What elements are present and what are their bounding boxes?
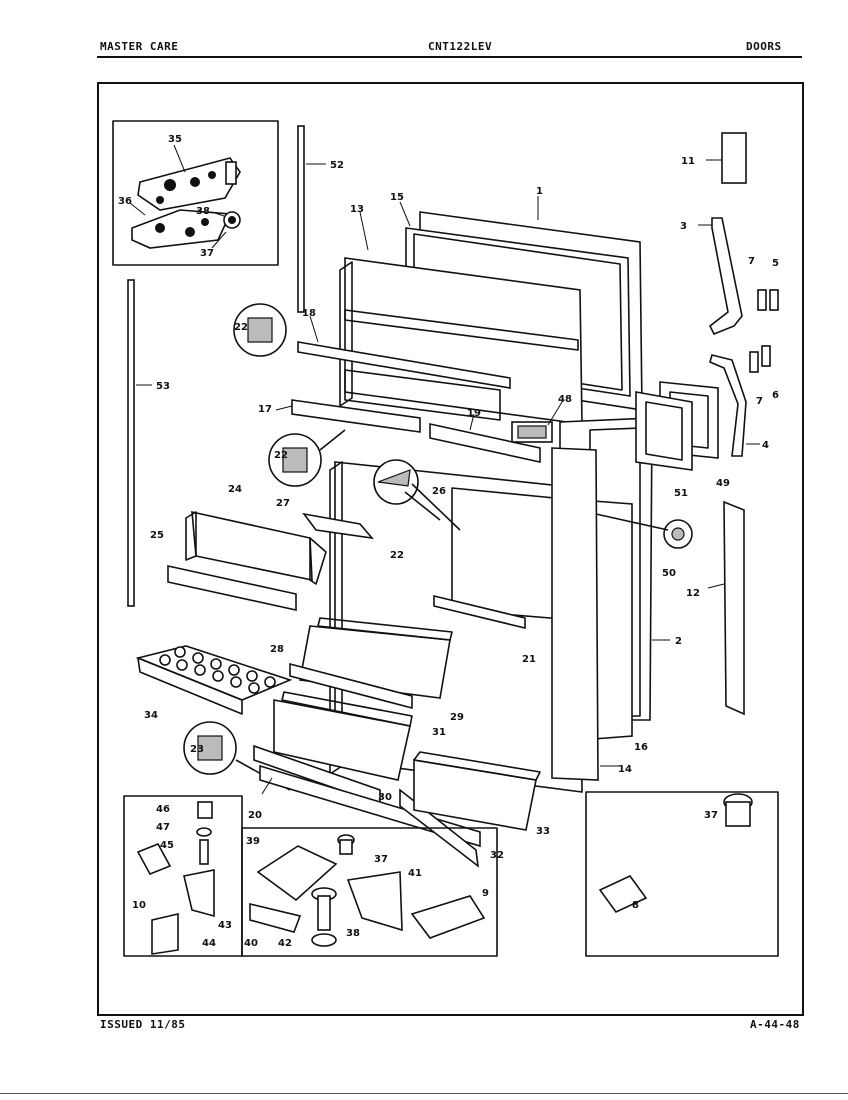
label-31: 31: [432, 727, 446, 738]
label-44: 44: [202, 938, 216, 949]
page-bottom-rule: [0, 1093, 848, 1094]
door-bin-31: [273, 691, 413, 781]
label-25: 25: [150, 530, 164, 541]
label-22c: 22: [390, 550, 404, 561]
label-43: 43: [218, 920, 232, 931]
label-38a: 38: [196, 206, 210, 217]
part-labels: 1 2 3 4 5 6 7 7 8 9 10 11 12 13 14 15 16…: [118, 134, 779, 949]
label-37c: 37: [704, 810, 718, 821]
label-16: 16: [634, 742, 648, 753]
label-48: 48: [558, 394, 572, 405]
label-39: 39: [246, 836, 260, 847]
fresh-food-door-outer: [551, 417, 670, 781]
label-23: 23: [190, 744, 204, 755]
label-7a: 7: [748, 256, 755, 267]
gasket-strip-53: [127, 279, 152, 607]
label-28: 28: [270, 644, 284, 655]
label-41: 41: [408, 868, 422, 879]
label-32: 32: [490, 850, 504, 861]
label-53: 53: [156, 381, 170, 392]
label-5: 5: [772, 258, 779, 269]
panel-49-51: [635, 381, 719, 471]
label-14: 14: [618, 764, 632, 775]
header-model-number: CNT122LEV: [428, 40, 493, 53]
butter-tray-27: [302, 512, 374, 540]
dairy-door-24: [185, 510, 327, 585]
label-21: 21: [522, 654, 536, 665]
door-handle-assembly: [698, 217, 779, 457]
label-15: 15: [390, 192, 404, 203]
label-2: 2: [675, 636, 682, 647]
gasket-strip-52: [297, 125, 326, 313]
dairy-rail-25: [167, 565, 297, 611]
label-17: 17: [258, 404, 272, 415]
detail-bubble-22b: [268, 429, 346, 487]
label-24: 24: [228, 484, 242, 495]
diagram-code: A-44-48: [750, 1018, 800, 1031]
hinge-inset-top: [112, 120, 279, 266]
label-38b: 38: [346, 928, 360, 939]
bin-rail-28: [289, 662, 413, 710]
label-3: 3: [680, 221, 687, 232]
label-26: 26: [432, 486, 446, 497]
label-45: 45: [160, 840, 174, 851]
label-33: 33: [536, 826, 550, 837]
label-22b: 22: [274, 450, 288, 461]
label-47: 47: [156, 822, 170, 833]
label-10: 10: [132, 900, 146, 911]
detail-bubble-23: [183, 721, 291, 791]
shelf-rail-19: [429, 413, 541, 463]
label-11: 11: [681, 156, 695, 167]
label-51: 51: [674, 488, 688, 499]
header-brand: MASTER CARE: [100, 40, 179, 53]
label-13: 13: [350, 204, 364, 215]
label-1: 1: [536, 186, 543, 197]
label-22a: 22: [234, 322, 248, 333]
label-52: 52: [330, 160, 344, 171]
label-30: 30: [378, 792, 392, 803]
label-6: 6: [772, 390, 779, 401]
label-18: 18: [302, 308, 316, 319]
label-4: 4: [762, 440, 769, 451]
label-37a: 37: [200, 248, 214, 259]
header-rule: [97, 56, 802, 58]
hinge-inset-bottom-left: [123, 795, 243, 957]
handle-12: [707, 500, 745, 716]
cam-50: [595, 513, 693, 549]
label-9: 9: [482, 888, 489, 899]
label-36: 36: [118, 196, 132, 207]
label-34: 34: [144, 710, 158, 721]
label-50: 50: [662, 568, 676, 579]
label-7b: 7: [756, 396, 763, 407]
shelf-rail-17: [275, 399, 421, 433]
label-29: 29: [450, 712, 464, 723]
label-37b: 37: [374, 854, 388, 865]
door-bin-33: [413, 751, 541, 831]
freezer-door-liner: [339, 211, 583, 443]
label-12: 12: [686, 588, 700, 599]
issued-date: ISSUED 11/85: [100, 1018, 186, 1031]
label-27: 27: [276, 498, 290, 509]
label-20: 20: [248, 810, 262, 821]
label-49: 49: [716, 478, 730, 489]
label-46: 46: [156, 804, 170, 815]
label-42: 42: [278, 938, 292, 949]
handle-trim-11: [706, 132, 747, 184]
diagram-frame: [97, 82, 804, 1016]
hinge-inset-bottom-right: [585, 791, 779, 957]
detail-bubble-22a: [233, 303, 287, 357]
header-section: DOORS: [746, 40, 782, 53]
label-40: 40: [244, 938, 258, 949]
label-8: 8: [632, 900, 639, 911]
egg-tray-34: [135, 645, 293, 715]
shelf-rail-18: [297, 315, 511, 389]
label-19: 19: [467, 408, 481, 419]
label-35: 35: [168, 134, 182, 145]
hinge-inset-bottom-middle: [241, 827, 498, 957]
